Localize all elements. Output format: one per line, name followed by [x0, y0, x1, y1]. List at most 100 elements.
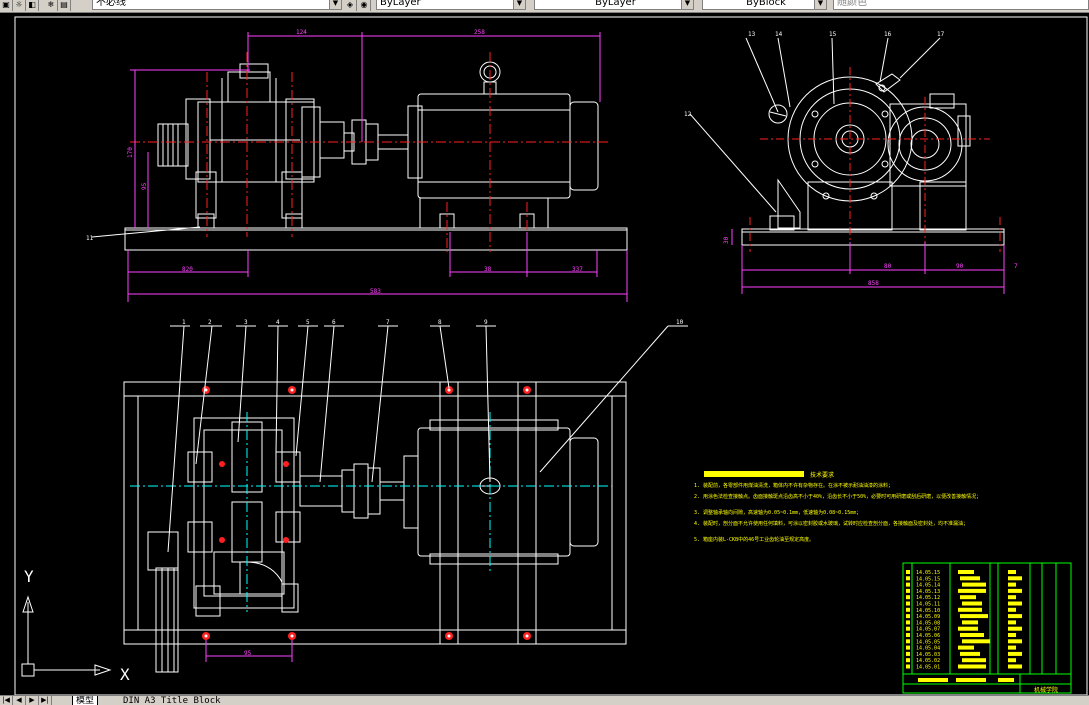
front-view: [124, 61, 628, 251]
cad-drawing: 124 258 170 95 820 38 337 583 11: [14, 16, 1088, 695]
bom-name-block: [960, 633, 984, 637]
plan-coupling: [353, 463, 369, 519]
callout-7: 7: [386, 319, 390, 326]
bom-code: 14.05.06: [916, 633, 940, 639]
bom-index-mark: [906, 633, 910, 637]
layout-tab-bar: |◀ ◀ ▶ ▶| 模型 DIN A3 Title Block: [0, 695, 1089, 705]
bom-material-block: [1008, 633, 1016, 637]
bom-name-block: [958, 588, 986, 593]
chevron-down-icon: ▼: [681, 0, 693, 9]
bom-name-block: [958, 664, 986, 669]
plan-view: [123, 381, 627, 673]
bom-index-mark: [906, 588, 910, 593]
bom-code: 14.05.05: [916, 639, 940, 645]
bom-material-block: [1008, 582, 1016, 587]
bom-index-mark: [906, 639, 910, 644]
callout-4: 4: [276, 319, 280, 326]
bom-name-block: [962, 582, 986, 587]
note-3: 3. 调整轴承轴向间隙，高速轴为0.05~0.1mm，低速轴为0.08~0.15…: [694, 509, 861, 516]
plan-motor: [417, 427, 571, 557]
plan-frame: [123, 381, 627, 645]
chevron-down-icon: ▼: [513, 0, 525, 9]
callout-13: 13: [748, 31, 756, 38]
bom-code: 14.05.13: [916, 589, 940, 595]
callout-2: 2: [208, 319, 212, 326]
bom-name-block: [962, 639, 990, 644]
bom-material-block: [1008, 626, 1022, 631]
school-label: 机械学院: [1034, 686, 1058, 694]
bom-material-block: [1008, 570, 1016, 574]
ucs-icon: [21, 595, 112, 677]
layer-icon[interactable]: ▤: [58, 0, 71, 11]
bom-material-block: [1008, 601, 1022, 606]
layer-dropdown[interactable]: 不必线 ▼: [92, 0, 342, 10]
callout-12: 12: [684, 111, 692, 118]
bom-material-block: [1008, 651, 1022, 656]
note-4: 4. 装配时，剖分面不允许使用任何填料，可涂以密封胶或水玻璃，试转时应检查剖分面…: [694, 520, 968, 527]
plotstyle-dropdown[interactable]: 随颜色: [833, 0, 1089, 10]
callout-16: 16: [884, 31, 892, 38]
bom-name-block: [962, 601, 982, 606]
bom-code: 14.05.12: [916, 595, 940, 601]
bom-code: 14.05.15: [916, 570, 940, 576]
bom-name-block: [960, 651, 980, 656]
lineweight-dropdown[interactable]: ByBlock ▼: [702, 0, 827, 10]
bom-code: 14.05.01: [916, 665, 940, 671]
bom-index-mark: [906, 576, 910, 581]
color-dropdown[interactable]: ByLayer ▼: [376, 0, 526, 10]
next-tab-icon[interactable]: ▶: [26, 696, 39, 705]
bom-material-block: [1008, 607, 1016, 612]
drawing-border: [14, 16, 1088, 695]
layer-dropdown-value: 不必线: [96, 0, 126, 8]
plotstyle-dropdown-value: 随颜色: [837, 0, 867, 8]
sun-icon[interactable]: ☼: [13, 0, 26, 11]
dim-left-b: 95: [141, 182, 148, 190]
layer-previous-icon[interactable]: ◉: [358, 0, 371, 11]
bom-code: 14.05.08: [916, 620, 940, 626]
freeze-icon[interactable]: ❄: [45, 0, 58, 11]
last-tab-icon[interactable]: ▶|: [39, 696, 52, 705]
bom-code: 14.05.04: [916, 646, 940, 652]
bom-code: 14.05.07: [916, 627, 940, 633]
make-current-layer-icon[interactable]: ◈: [344, 0, 357, 11]
prev-tab-icon[interactable]: ◀: [13, 696, 26, 705]
linetype-dropdown-value: ByLayer: [595, 0, 636, 8]
callout-11: 11: [86, 235, 94, 242]
bom-index-mark: [906, 607, 910, 612]
bom-index-mark: [906, 570, 910, 574]
bom-index-mark: [906, 658, 910, 663]
first-tab-icon[interactable]: |◀: [0, 696, 13, 705]
title-block-field: [998, 678, 1014, 682]
dim-side-a: 80: [884, 263, 892, 270]
lock-icon[interactable]: ◧: [26, 0, 39, 11]
callout-15: 15: [829, 31, 837, 38]
lineweight-dropdown-value: ByBlock: [746, 0, 786, 8]
tab-model[interactable]: 模型: [72, 696, 99, 705]
dim-left-a: 170: [127, 147, 134, 158]
bom-name-block: [958, 607, 982, 612]
notes-title: 技术要求: [810, 471, 834, 479]
bom-material-block: [1008, 595, 1016, 600]
center-lines: [130, 52, 610, 252]
motor-fan-cover: [569, 101, 599, 191]
chevron-down-icon: ▼: [814, 0, 826, 9]
bom-material-block: [1008, 639, 1022, 644]
notes-list: 1. 装配前，各零部件用煤油清洗，箱体内不许有杂物存在。在涂不被示耐油油漆的涂料…: [694, 482, 981, 543]
callout-10: 10: [676, 319, 684, 326]
title-block: [902, 562, 1072, 694]
linetype-dropdown[interactable]: ByLayer ▼: [534, 0, 694, 10]
note-2: 2. 用涂色法检查接触点。齿面接触斑点沿齿高不小于40%，沿齿长不小于50%，必…: [694, 493, 981, 500]
side-view: [741, 73, 1005, 246]
bom-name-block: [962, 658, 986, 663]
bom-index-mark: [906, 651, 910, 656]
tab-layout[interactable]: DIN A3 Title Block: [123, 696, 221, 705]
chevron-down-icon: ▼: [329, 0, 341, 9]
drawing-canvas[interactable]: 124 258 170 95 820 38 337 583 11: [0, 12, 1089, 695]
bom-rows: 14.05.1514.05.1514.05.1414.05.1314.05.12…: [906, 570, 1022, 682]
bom-name-block: [960, 576, 980, 581]
bom-code: 14.05.14: [916, 583, 940, 589]
layer-state-icon[interactable]: ▣: [0, 0, 13, 11]
bom-name-block: [958, 645, 974, 650]
callout-9: 9: [484, 319, 488, 326]
callout-5: 5: [306, 319, 310, 326]
